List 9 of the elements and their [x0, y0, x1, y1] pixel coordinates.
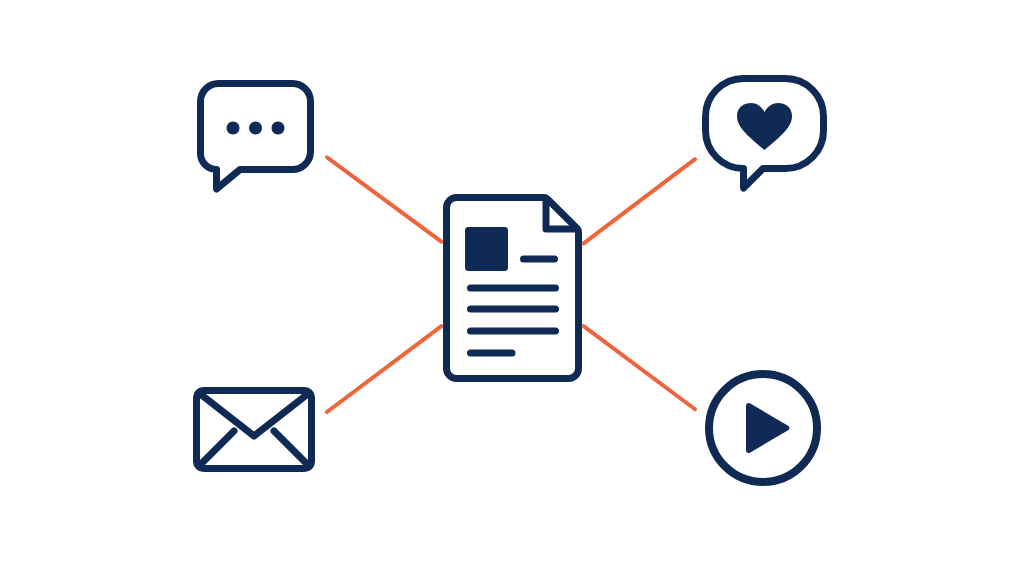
connector-line — [324, 324, 444, 414]
connector-line — [581, 157, 697, 246]
chat-bubble-icon — [197, 80, 314, 193]
play-button-icon — [705, 370, 821, 486]
envelope-icon — [193, 387, 315, 472]
connector-line — [325, 155, 444, 244]
connector-line — [581, 324, 697, 412]
heart-bubble-icon — [702, 75, 827, 192]
document-icon — [443, 194, 582, 382]
